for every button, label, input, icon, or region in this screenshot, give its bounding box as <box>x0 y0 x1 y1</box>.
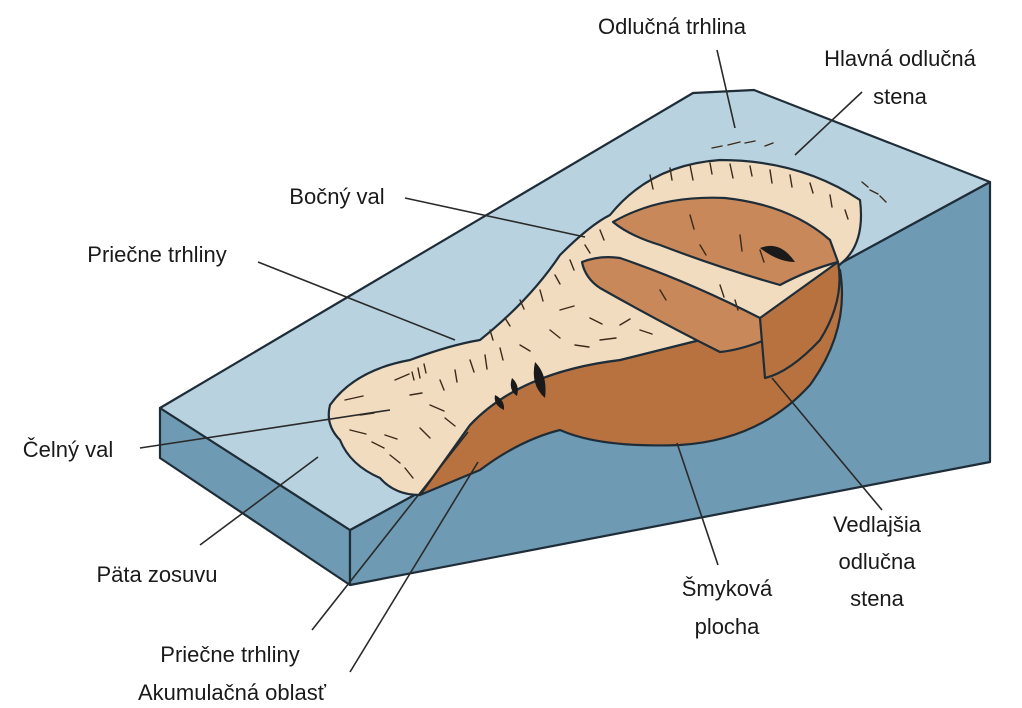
label-smykova-plocha-line2: plocha <box>695 614 761 639</box>
label-vedlajsia-stena-line2: odlučna <box>838 549 916 574</box>
label-celny-val: Čelný val <box>23 437 113 462</box>
label-odlucna-trhlina: Odlučná trhlina <box>598 14 747 39</box>
label-priecne-trhliny-top: Priečne trhliny <box>87 242 226 267</box>
label-hlavna-odlucna-stena-line2: stena <box>873 84 928 109</box>
label-bocny-val: Bočný val <box>289 184 384 209</box>
label-vedlajsia-stena-line3: stena <box>850 586 905 611</box>
label-priecne-trhliny-bottom: Priečne trhliny <box>160 642 299 667</box>
label-pata-zosuvu: Päta zosuvu <box>96 562 217 587</box>
label-hlavna-odlucna-stena-line1: Hlavná odlučná <box>824 46 976 71</box>
label-akumulacna-oblast: Akumulačná oblasť <box>138 680 327 705</box>
label-vedlajsia-stena-line1: Vedlajšia <box>833 512 922 537</box>
label-smykova-plocha-line1: Šmyková <box>682 576 773 601</box>
